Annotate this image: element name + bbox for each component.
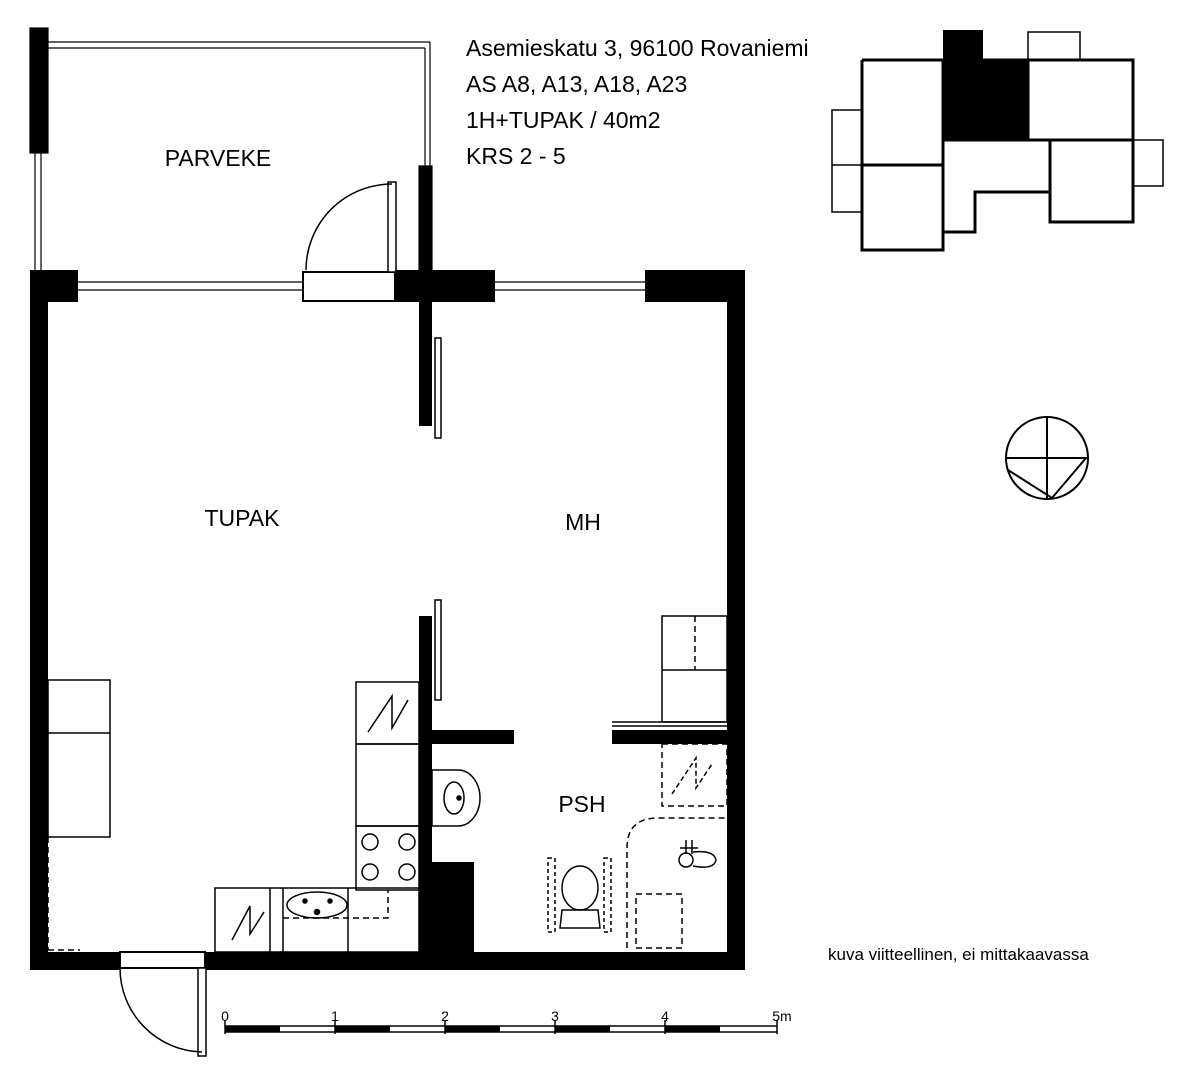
- scale-tick-label: 4: [661, 1008, 669, 1024]
- scale-tick-label: 3: [551, 1008, 559, 1024]
- bathroom-fixtures: [431, 743, 728, 949]
- scale-bar-labels: 0 1 2 3 4 5m: [221, 1008, 792, 1024]
- entrance-door: [119, 951, 207, 1057]
- interior-walls: [419, 286, 727, 970]
- scale-segment: [335, 1026, 390, 1032]
- room-label-balcony: PARVEKE: [165, 145, 272, 171]
- kitchen-units: [214, 681, 420, 953]
- washbasin: [431, 769, 481, 827]
- exterior-walls: [30, 270, 745, 970]
- address-line: Asemieskatu 3, 96100 Rovaniemi: [466, 35, 809, 61]
- sofa: [47, 679, 111, 951]
- apartment-numbers: AS A8, A13, A18, A23: [466, 71, 688, 97]
- balcony: [29, 27, 433, 287]
- apartment-info: Asemieskatu 3, 96100 Rovaniemi AS A8, A1…: [466, 30, 809, 174]
- sliding-door: [434, 337, 442, 701]
- apartment-location-marker: [943, 60, 1028, 140]
- shower-head: [678, 852, 694, 868]
- fridge: [355, 681, 420, 745]
- toilet: [561, 865, 599, 911]
- shower-curtain: [626, 817, 727, 948]
- scale-tick-label: 1: [331, 1008, 339, 1024]
- scale-segment: [225, 1026, 280, 1032]
- scale-segment: [445, 1026, 500, 1032]
- apartment-type-area: 1H+TUPAK / 40m2: [466, 107, 661, 133]
- wardrobe: [612, 615, 728, 727]
- scale-segment: [665, 1026, 720, 1032]
- balcony-wall-left: [29, 27, 49, 154]
- disclaimer-note: kuva viitteellinen, ei mittakaavassa: [828, 945, 1089, 964]
- room-label-bathroom: PSH: [558, 791, 605, 817]
- floor-range: KRS 2 - 5: [466, 143, 566, 169]
- north-arrow-icon: [1005, 416, 1089, 500]
- room-label-kitchen-living: TUPAK: [205, 505, 281, 531]
- scale-tick-label: 0: [221, 1008, 229, 1024]
- balcony-door: [302, 181, 397, 302]
- washing-machine-space: [661, 743, 728, 807]
- kitchen-cabinet: [355, 743, 420, 827]
- scale-tick-label: 2: [441, 1008, 449, 1024]
- scale-tick-label: 5m: [772, 1008, 791, 1024]
- scale-segment: [555, 1026, 610, 1032]
- scale-bar: [224, 1020, 778, 1034]
- balcony-partition-wall: [418, 165, 433, 287]
- windows: [78, 281, 645, 291]
- building-key-plan: [831, 30, 1164, 252]
- room-label-bedroom: MH: [565, 509, 601, 535]
